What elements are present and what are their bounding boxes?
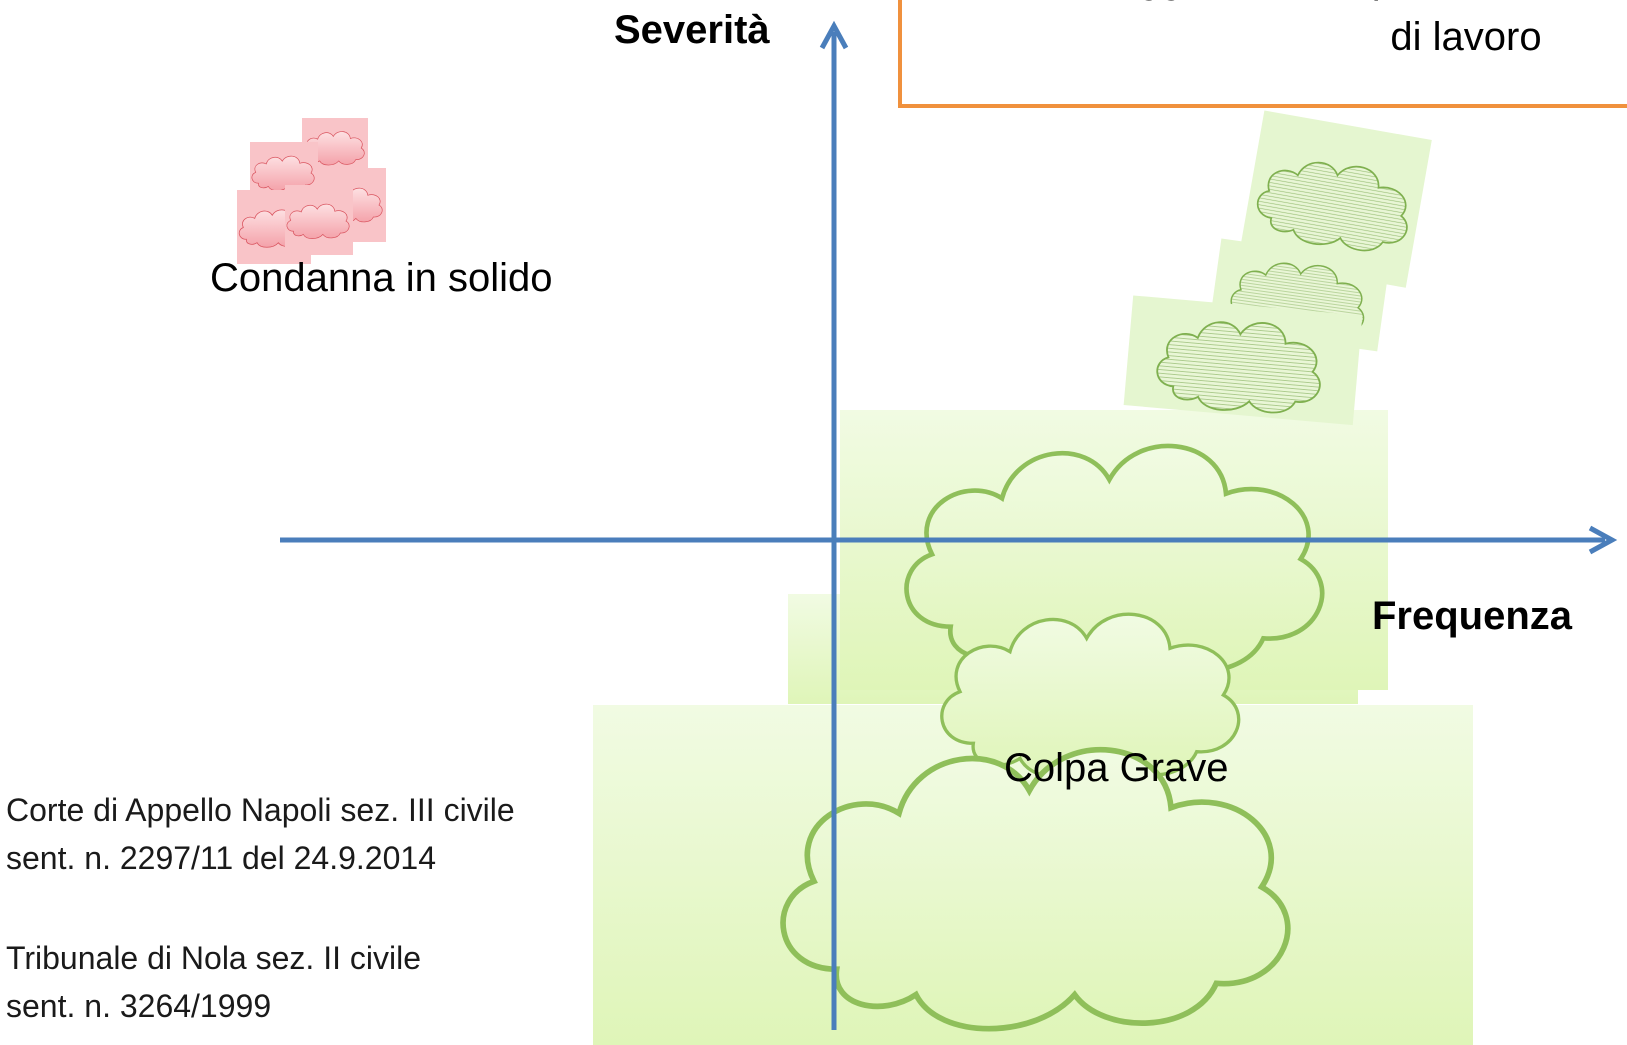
hatched-cloud-top — [1238, 110, 1432, 288]
citation-1-line-2: sent. n. 2297/11 del 24.9.2014 — [6, 840, 436, 876]
note-line-2: di lavoro — [1390, 15, 1542, 59]
note-text: dalla Legge 24/2017 per i casi di di lav… — [998, 0, 1574, 66]
hatched-cloud-lower — [1123, 295, 1363, 426]
citation-1-line-1: Corte di Appello Napoli sez. III civile — [6, 792, 515, 828]
note-box: dalla Legge 24/2017 per i casi di di lav… — [898, 0, 1627, 108]
y-axis-label: Severità — [614, 8, 770, 52]
x-axis — [280, 525, 1618, 555]
red-cloud-cluster — [237, 118, 386, 264]
x-axis-label: Frequenza — [1372, 594, 1573, 638]
colpa-grave-label: Colpa Grave — [1004, 746, 1229, 790]
note-line-1: dalla Legge 24/2017 per i casi di — [998, 0, 1574, 8]
citation-2-line-1: Tribunale di Nola sez. II civile — [6, 940, 421, 976]
y-axis — [819, 20, 849, 1030]
condanna-label: Condanna in solido — [210, 256, 553, 300]
citation-2-line-2: sent. n. 3264/1999 — [6, 988, 272, 1024]
citation-2: Tribunale di Nola sez. II civile sent. n… — [6, 934, 421, 1030]
citation-1: Corte di Appello Napoli sez. III civile … — [6, 786, 515, 882]
